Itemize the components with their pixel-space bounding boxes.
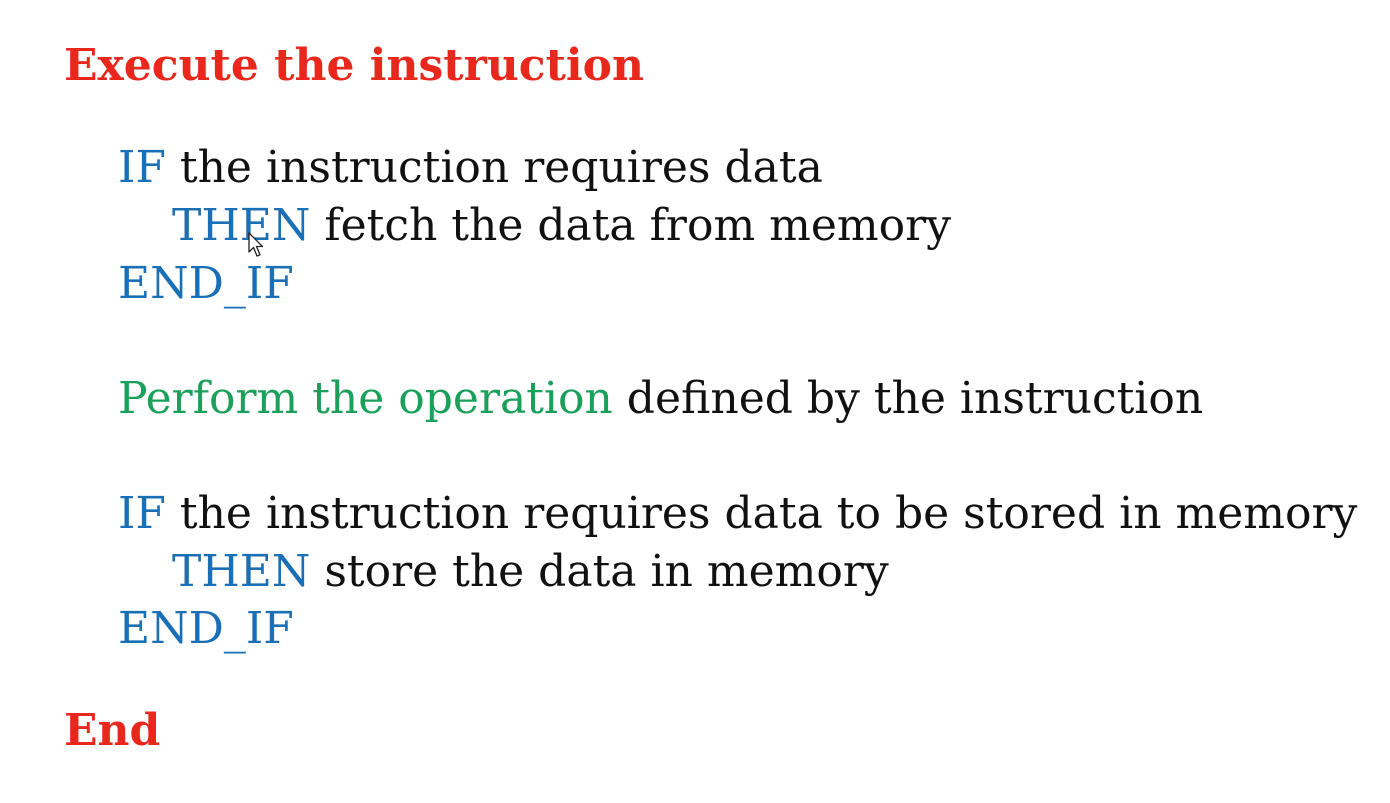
if-keyword: IF [118, 488, 166, 539]
section-title: Execute the instruction [64, 40, 644, 91]
then-keyword: THEN [172, 200, 311, 251]
perform-statement: Perform the operation defined by the ins… [118, 377, 1203, 421]
endif-keyword: END_IF [118, 603, 294, 654]
if-statement-2: IF the instruction requires data to be s… [118, 492, 1357, 536]
if-statement-1: IF the instruction requires data [118, 146, 823, 190]
endif-keyword: END_IF [118, 258, 294, 309]
then-action-text: store the data in memory [310, 546, 889, 597]
perform-description-text: defined by the instruction [612, 373, 1204, 424]
mouse-pointer-icon [248, 232, 264, 257]
then-action-text: fetch the data from memory [310, 200, 952, 251]
if-condition-text: the instruction requires data [165, 142, 823, 193]
perform-operation-highlight: Perform the operation [118, 373, 613, 424]
then-keyword: THEN [172, 546, 311, 597]
end-heading: End [64, 705, 161, 756]
then-statement-2: THEN store the data in memory [172, 550, 889, 594]
if-keyword: IF [118, 142, 166, 193]
then-statement-1: THEN fetch the data from memory [172, 204, 951, 248]
if-condition-text: the instruction requires data to be stor… [165, 488, 1358, 539]
